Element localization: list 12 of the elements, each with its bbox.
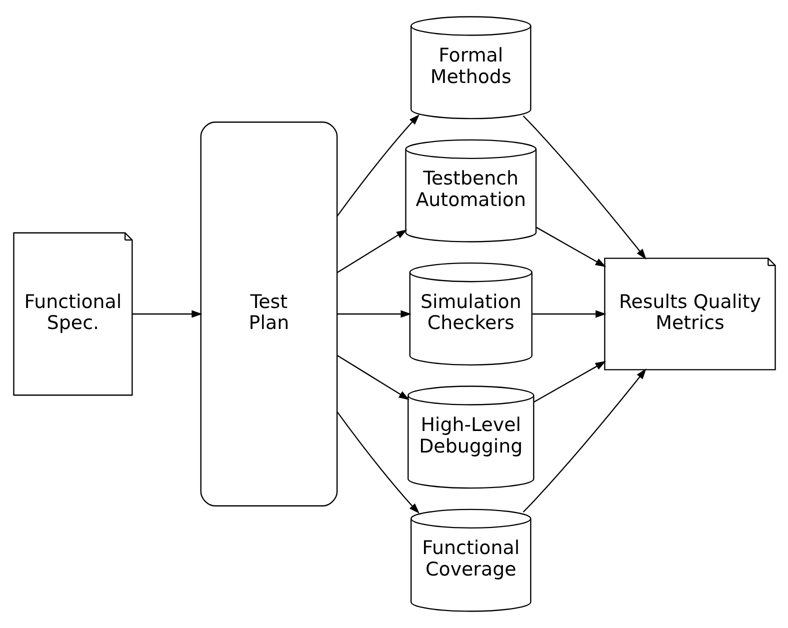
arrow	[336, 411, 420, 514]
arrow	[522, 368, 646, 513]
arrow	[336, 310, 411, 318]
arrow	[132, 310, 202, 318]
arrow	[336, 114, 420, 217]
node-box: Test Plan	[200, 122, 338, 506]
arrow	[336, 354, 409, 400]
arrow	[533, 361, 606, 402]
arrow	[522, 115, 646, 260]
arrow	[532, 310, 606, 318]
arrow	[336, 229, 407, 274]
arrow	[536, 226, 606, 267]
